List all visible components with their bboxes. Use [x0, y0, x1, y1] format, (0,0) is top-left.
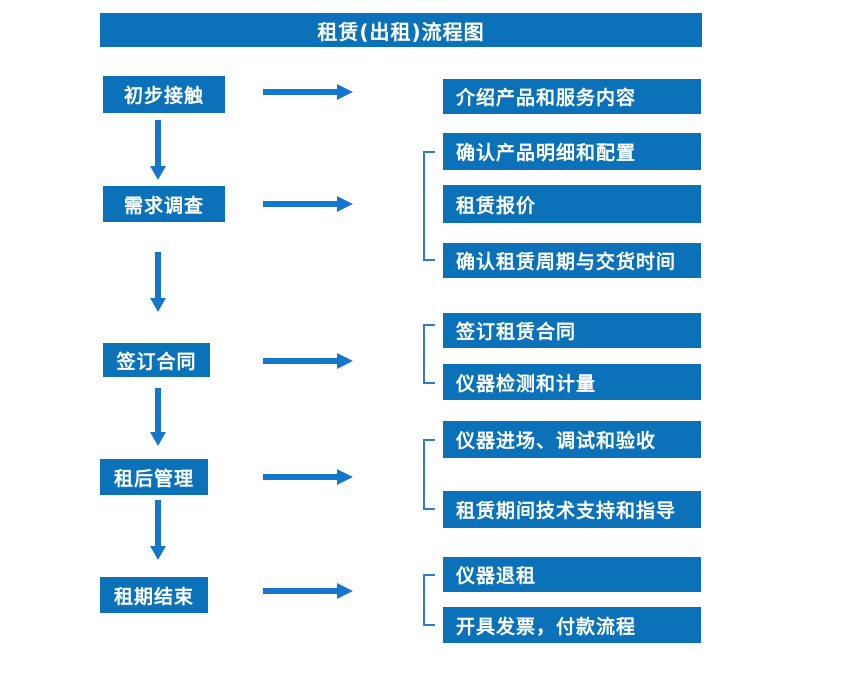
stage-box-sign-contract: 签订合同	[103, 343, 210, 377]
arrow-shaft	[155, 388, 161, 432]
stage-box-demand-survey: 需求调查	[103, 186, 225, 222]
arrow-shaft	[155, 252, 161, 298]
arrow-head	[150, 546, 166, 560]
group-bracket-icon	[423, 151, 435, 261]
arrow-shaft	[155, 120, 161, 166]
detail-box-invoice-payment: 开具发票，付款流程	[443, 607, 701, 643]
detail-box-rental-quote: 租赁报价	[443, 185, 701, 223]
detail-box-sign-rental-contract: 签订租赁合同	[443, 313, 701, 348]
arrow-head	[337, 353, 353, 369]
arrow-down-icon	[150, 500, 166, 560]
arrow-down-icon	[150, 252, 166, 312]
flowchart-title: 租赁(出租)流程图	[100, 13, 702, 47]
detail-box-introduce-products: 介绍产品和服务内容	[443, 79, 701, 114]
group-bracket-icon	[423, 439, 435, 510]
detail-box-instrument-testing: 仪器检测和计量	[443, 364, 701, 400]
detail-box-instrument-return: 仪器退租	[443, 557, 701, 592]
detail-box-instrument-setup-acceptance: 仪器进场、调试和验收	[443, 421, 701, 458]
arrow-shaft	[263, 358, 337, 364]
arrow-right-icon	[263, 84, 353, 100]
group-bracket-icon	[423, 574, 435, 626]
arrow-head	[150, 166, 166, 180]
arrow-shaft	[263, 588, 337, 594]
arrow-head	[337, 84, 353, 100]
stage-box-post-rental-management: 租后管理	[100, 459, 208, 495]
arrow-right-icon	[263, 583, 353, 599]
arrow-right-icon	[263, 353, 353, 369]
arrow-down-icon	[150, 120, 166, 180]
arrow-shaft	[263, 474, 337, 480]
arrow-head	[337, 583, 353, 599]
arrow-head	[337, 196, 353, 212]
detail-box-confirm-rental-period: 确认租赁周期与交货时间	[443, 243, 701, 278]
arrow-head	[150, 298, 166, 312]
stage-box-rental-end: 租期结束	[100, 577, 208, 613]
arrow-head	[337, 469, 353, 485]
arrow-right-icon	[263, 196, 353, 212]
arrow-shaft	[263, 89, 337, 95]
arrow-head	[150, 432, 166, 446]
group-bracket-icon	[423, 324, 435, 384]
stage-box-initial-contact: 初步接触	[103, 76, 225, 113]
arrow-right-icon	[263, 469, 353, 485]
detail-box-technical-support: 租赁期间技术支持和指导	[443, 491, 701, 528]
detail-box-confirm-product-details: 确认产品明细和配置	[443, 133, 701, 170]
arrow-shaft	[155, 500, 161, 546]
arrow-down-icon	[150, 388, 166, 446]
arrow-shaft	[263, 201, 337, 207]
